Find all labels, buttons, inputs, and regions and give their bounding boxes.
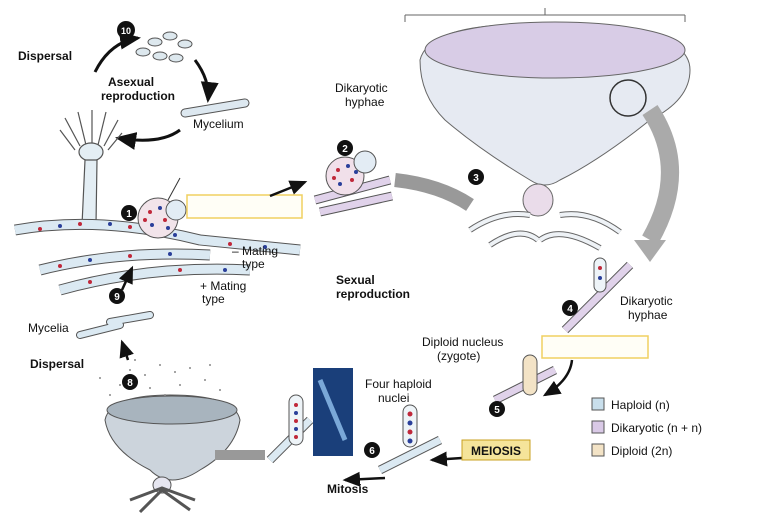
step-badge-6: 6 [369,446,375,457]
mycelia-label: Mycelia [28,321,69,335]
plus-mating-type-label: type [202,292,225,306]
dispersal-top-label: Dispersal [18,49,72,63]
step-badge-10: 10 [121,26,131,36]
meiosis-box [461,439,531,461]
conidiophore [59,110,123,226]
gray-arrow-step3 [394,173,474,211]
step2-structure [313,150,393,217]
arrow-step9 [118,265,134,291]
spore-spray [99,359,221,396]
step4-hypha [561,257,634,334]
answer-box-2[interactable] [541,335,649,359]
zygote-label: (zygote) [437,349,480,363]
step-badges: 1 2 3 4 5 6 8 9 10 [109,21,578,458]
step6-hypha [377,404,443,475]
meiosis-arrow [429,451,463,467]
step8-ascocarp [104,394,241,514]
legend-label-haploid: Haploid (n) [611,398,670,412]
legend-swatch-diploid [591,443,605,457]
sexual-reproduction-label: reproduction [336,287,410,301]
mitosis-label: Mitosis [327,482,369,496]
ascocarp [419,21,691,251]
top-bracket [404,8,686,22]
asexual-reproduction-label: reproduction [101,89,175,103]
minus-mating-label: – Mating [232,244,278,258]
hyphae-label-1: hyphae [345,95,385,109]
nuclei-label: nuclei [378,391,409,405]
mycelium-label: Mycelium [193,117,244,131]
legend-label-diploid: Diploid (2n) [611,444,672,458]
step-badge-8: 8 [127,378,133,389]
arrow-to-step5 [542,359,574,397]
four-haploid-label: Four haploid [365,377,432,391]
sexual-label: Sexual [336,273,375,287]
arrow-to-mitosis [342,471,386,487]
arrow-to-mycelia [119,339,134,361]
legend-label-dikaryotic: Dikaryotic (n + n) [611,421,702,435]
legend: Haploid (n) Dikaryotic (n + n) Diploid (… [591,397,702,458]
step5-hypha [492,354,558,405]
arrow-to-step2 [269,180,308,198]
hyphae-label-2: hyphae [628,308,668,322]
plasmogamy-structure [137,177,187,239]
meiosis-label: MEIOSIS [471,444,521,458]
legend-swatch-dikaryotic [591,420,605,434]
gray-arrow-to-step4 [642,105,679,245]
step-badge-3: 3 [473,173,479,184]
spore-cluster [135,31,193,63]
micrograph-detail [317,379,348,441]
mitosis-hyphae [266,394,314,464]
asexual-arrow-1 [93,31,141,73]
asexual-label: Asexual [108,75,154,89]
zoom-circle [609,79,647,117]
mycelia-hyphae [76,311,154,339]
step-badge-1: 1 [126,209,132,220]
legend-swatch-haploid [591,397,605,411]
step-badge-9: 9 [114,292,120,303]
dikaryotic-label-2: Dikaryotic [620,294,673,308]
minus-mating-type-label: type [242,257,265,271]
dikaryotic-label-1: Dikaryotic [335,81,388,95]
dispersal-bottom-label: Dispersal [30,357,84,371]
asexual-arrow-3 [115,128,181,150]
answer-box-1[interactable] [186,194,303,219]
step-badge-2: 2 [342,144,348,155]
plus-mating-label: + Mating [200,279,246,293]
step-badge-4: 4 [567,304,573,315]
asexual-arrow-2 [193,59,219,103]
step-badge-5: 5 [494,405,500,416]
diploid-nucleus-label: Diploid nucleus [422,335,503,349]
